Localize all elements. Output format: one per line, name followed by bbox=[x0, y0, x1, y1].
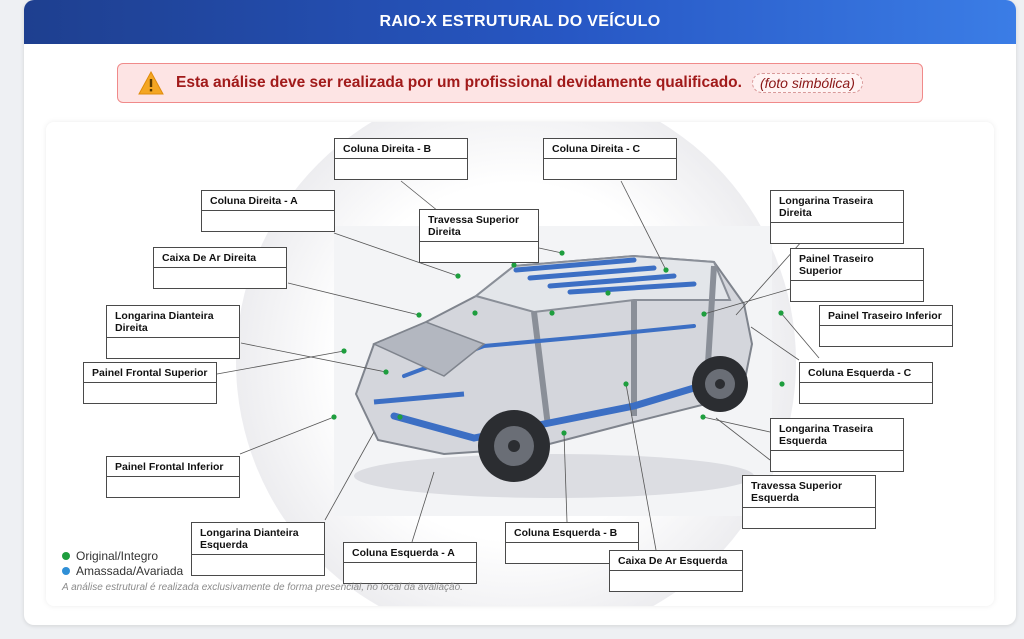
label-value bbox=[107, 338, 239, 358]
label-coluna-esquerda-a[interactable]: Coluna Esquerda - A bbox=[343, 542, 477, 584]
label-value bbox=[820, 326, 952, 346]
label-name: Coluna Esquerda - B bbox=[506, 523, 638, 543]
status-legend: Original/Integro Amassada/Avariada bbox=[62, 548, 183, 578]
label-name: Longarina Dianteira Direita bbox=[107, 306, 239, 338]
label-longarina-traseira-esquerda[interactable]: Longarina Traseira Esquerda bbox=[770, 418, 904, 472]
label-name: Longarina Traseira Direita bbox=[771, 191, 903, 223]
card-header: RAIO-X ESTRUTURAL DO VEÍCULO bbox=[24, 0, 1016, 44]
label-name: Coluna Esquerda - C bbox=[800, 363, 932, 383]
label-name: Coluna Direita - C bbox=[544, 139, 676, 159]
label-painel-frontal-inferior[interactable]: Painel Frontal Inferior bbox=[106, 456, 240, 498]
label-value bbox=[544, 159, 676, 179]
label-value bbox=[771, 223, 903, 243]
legend-label: Original/Integro bbox=[76, 548, 159, 563]
page-title: RAIO-X ESTRUTURAL DO VEÍCULO bbox=[379, 13, 661, 30]
legend-item-damaged: Amassada/Avariada bbox=[62, 563, 183, 578]
label-travessa-superior-direita[interactable]: Travessa Superior Direita bbox=[419, 209, 539, 263]
label-coluna-esquerda-c[interactable]: Coluna Esquerda - C bbox=[799, 362, 933, 404]
label-value bbox=[192, 555, 324, 575]
label-name: Travessa Superior Direita bbox=[420, 210, 538, 242]
label-painel-traseiro-inferior[interactable]: Painel Traseiro Inferior bbox=[819, 305, 953, 347]
label-name: Caixa De Ar Direita bbox=[154, 248, 286, 268]
label-name: Painel Traseiro Inferior bbox=[820, 306, 952, 326]
label-longarina-dianteira-esquerda[interactable]: Longarina Dianteira Esquerda bbox=[191, 522, 325, 576]
label-name: Painel Traseiro Superior bbox=[791, 249, 923, 281]
label-longarina-traseira-direita[interactable]: Longarina Traseira Direita bbox=[770, 190, 904, 244]
label-painel-traseiro-superior[interactable]: Painel Traseiro Superior bbox=[790, 248, 924, 302]
label-coluna-direita-c[interactable]: Coluna Direita - C bbox=[543, 138, 677, 180]
warning-text: Esta análise deve ser realizada por um p… bbox=[176, 74, 742, 91]
car-body-frame bbox=[354, 254, 754, 498]
label-value bbox=[344, 563, 476, 583]
label-longarina-dianteira-direita[interactable]: Longarina Dianteira Direita bbox=[106, 305, 240, 359]
warning-triangle-icon bbox=[138, 71, 164, 95]
label-caixa-de-ar-esquerda[interactable]: Caixa De Ar Esquerda bbox=[609, 550, 743, 592]
label-value bbox=[335, 159, 467, 179]
label-value bbox=[107, 477, 239, 497]
label-value bbox=[84, 383, 216, 403]
label-value bbox=[154, 268, 286, 288]
label-painel-frontal-superior[interactable]: Painel Frontal Superior bbox=[83, 362, 217, 404]
car-illustration bbox=[334, 226, 772, 516]
label-name: Longarina Dianteira Esquerda bbox=[192, 523, 324, 555]
label-name: Longarina Traseira Esquerda bbox=[771, 419, 903, 451]
footer-note: A análise estrutural é realizada exclusi… bbox=[62, 582, 463, 593]
label-name: Painel Frontal Inferior bbox=[107, 457, 239, 477]
label-value bbox=[420, 242, 538, 262]
legend-label: Amassada/Avariada bbox=[76, 563, 184, 578]
label-caixa-de-ar-direita[interactable]: Caixa De Ar Direita bbox=[153, 247, 287, 289]
symbolic-photo-tag: (foto simbólica) bbox=[751, 73, 863, 93]
warning-banner: Esta análise deve ser realizada por um p… bbox=[117, 63, 923, 103]
connector-lines bbox=[216, 180, 820, 551]
label-name: Caixa De Ar Esquerda bbox=[610, 551, 742, 571]
structural-xray-card: RAIO-X ESTRUTURAL DO VEÍCULO Esta anális… bbox=[24, 0, 1016, 625]
label-value bbox=[771, 451, 903, 471]
blue-dot-icon bbox=[62, 566, 70, 575]
label-name: Coluna Direita - B bbox=[335, 139, 467, 159]
structure-diagram: Coluna Direita - B Coluna Direita - C Co… bbox=[46, 122, 994, 606]
label-travessa-superior-esquerda[interactable]: Travessa Superior Esquerda bbox=[742, 475, 876, 529]
label-value bbox=[202, 211, 334, 231]
label-value bbox=[791, 281, 923, 301]
label-name: Coluna Esquerda - A bbox=[344, 543, 476, 563]
legend-item-original: Original/Integro bbox=[62, 548, 183, 563]
label-value bbox=[743, 508, 875, 528]
label-value bbox=[610, 571, 742, 591]
label-coluna-direita-b[interactable]: Coluna Direita - B bbox=[334, 138, 468, 180]
label-name: Coluna Direita - A bbox=[202, 191, 334, 211]
green-dot-icon bbox=[62, 551, 70, 560]
label-name: Travessa Superior Esquerda bbox=[743, 476, 875, 508]
label-name: Painel Frontal Superior bbox=[84, 363, 216, 383]
label-coluna-direita-a[interactable]: Coluna Direita - A bbox=[201, 190, 335, 232]
label-value bbox=[800, 383, 932, 403]
